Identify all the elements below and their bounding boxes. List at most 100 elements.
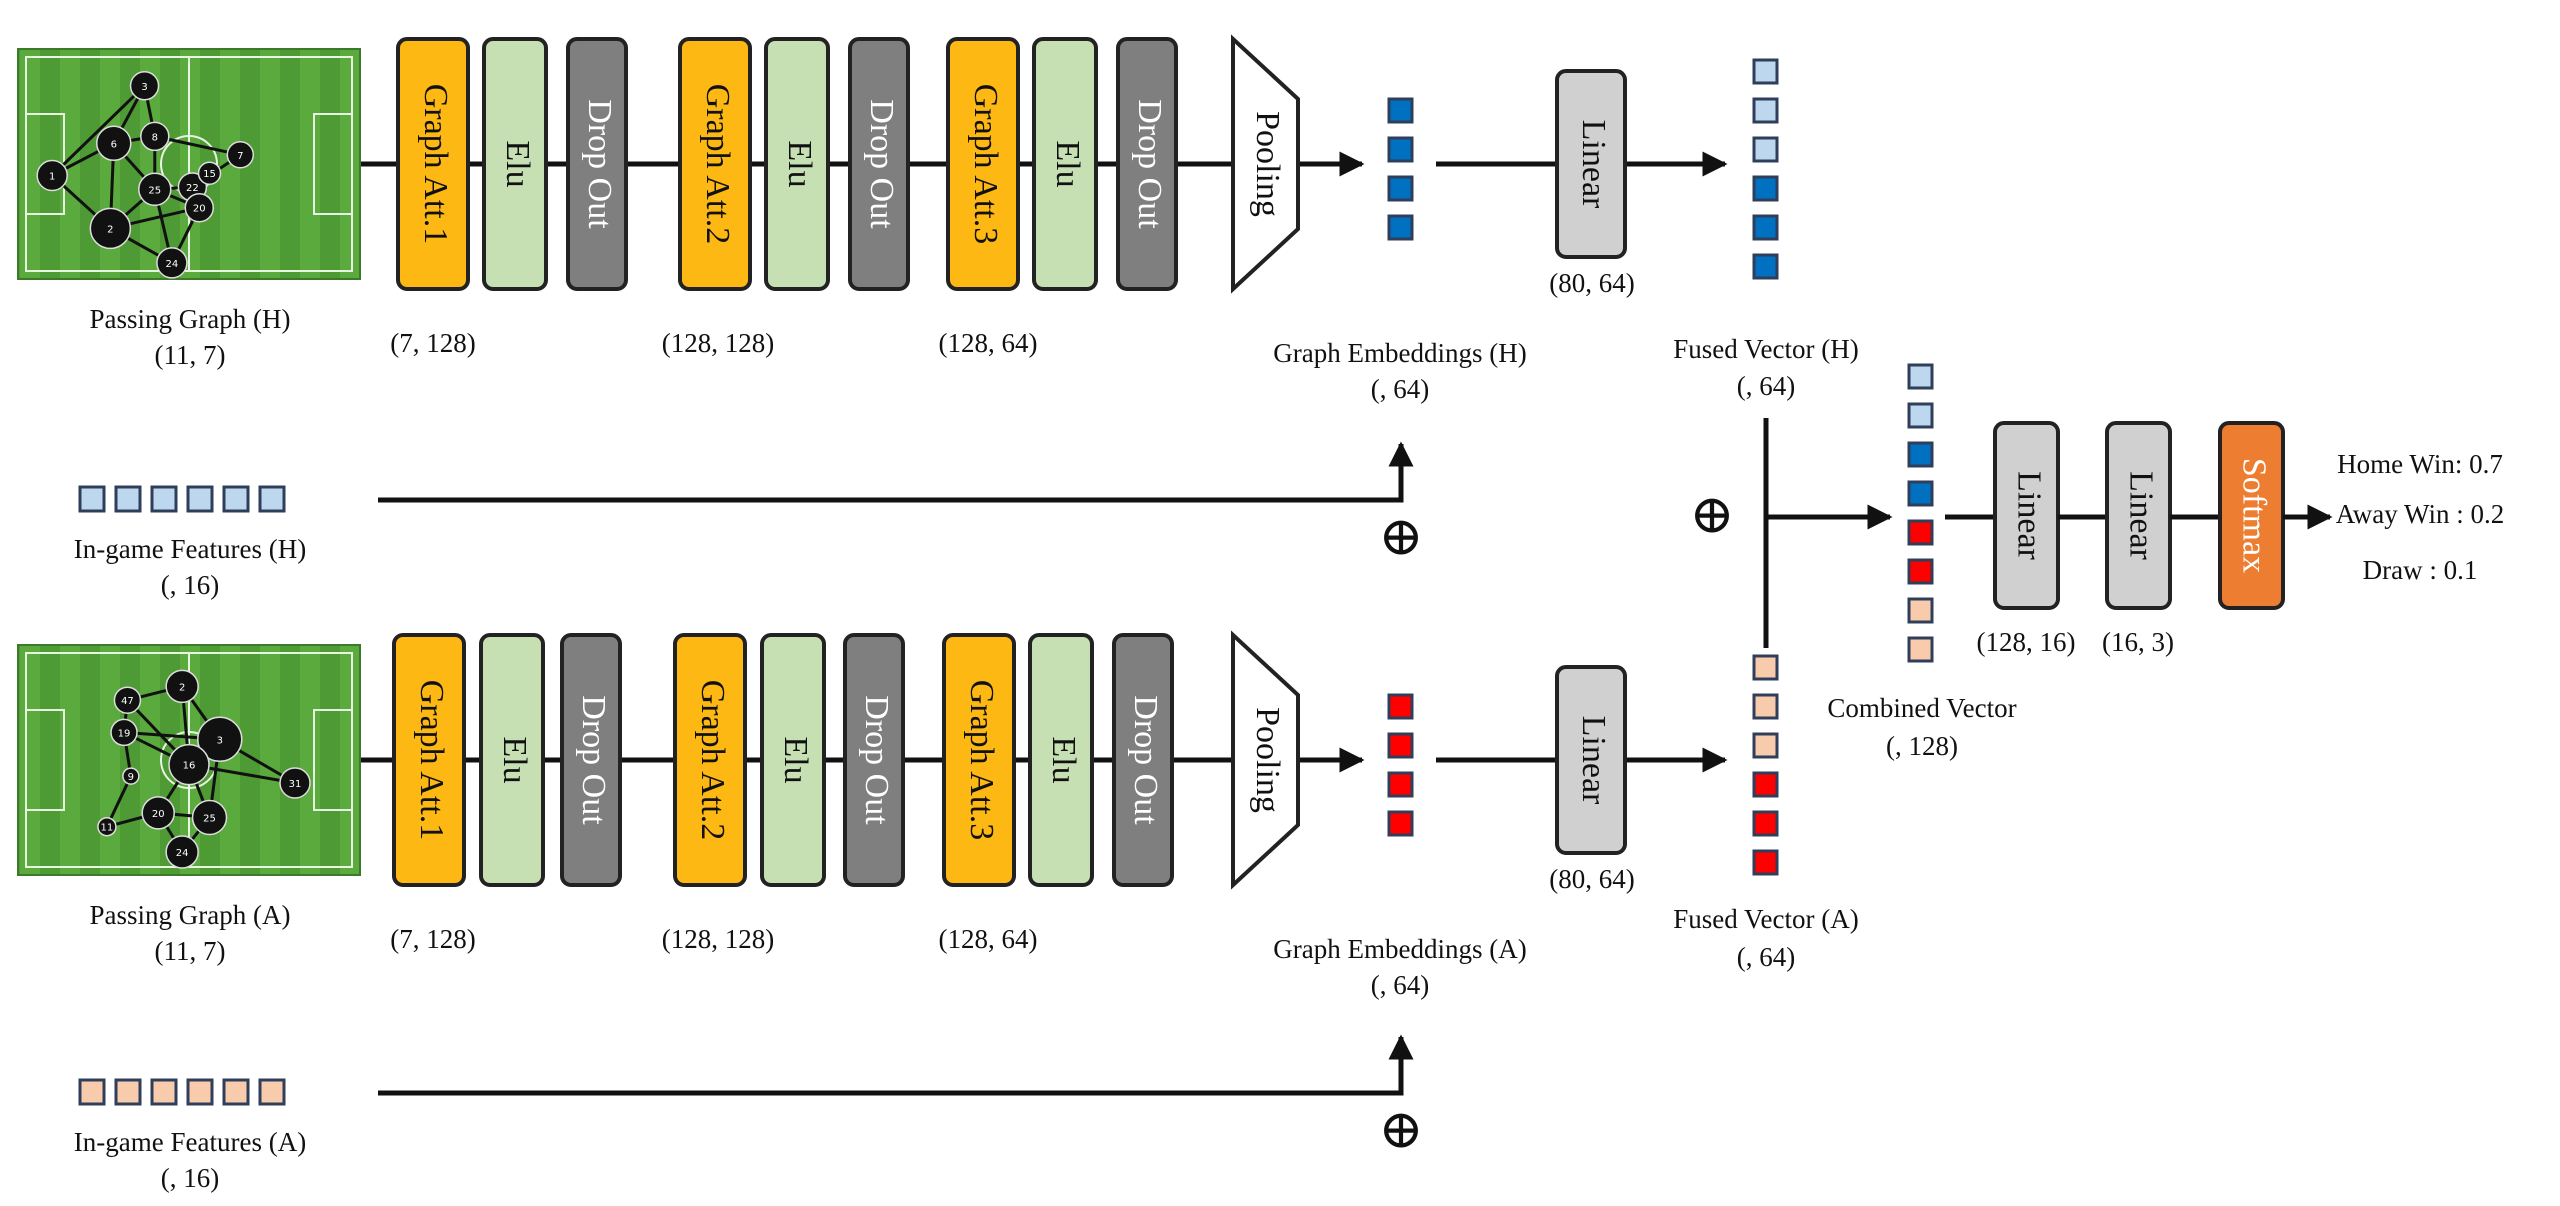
player-node (226, 141, 255, 169)
player-number: 31 (289, 779, 302, 790)
fused-vector-home-label: Fused Vector (H) (1673, 334, 1858, 364)
in-game-features-label: In-game Features (H) (74, 534, 306, 564)
player-node (165, 669, 199, 704)
pooling-label: Pooling (1249, 111, 1286, 217)
pooling-block: Pooling (1231, 34, 1300, 294)
dropout-block-1-box (560, 633, 622, 887)
pitch-right-box (313, 113, 353, 215)
graph-embedding-vector-cell (1387, 214, 1414, 241)
fused-vector-home-cell (1752, 97, 1779, 124)
graph-embedding-vector-cell (1387, 693, 1414, 720)
graph-attention-2-block-box (673, 633, 747, 887)
player-node (122, 767, 140, 785)
dropout-block-2-label: Drop Out (858, 695, 895, 825)
player-number: 20 (193, 204, 206, 215)
elu-block-3-label: Elu (1045, 736, 1082, 783)
graph-embedding-vector-cell (1387, 771, 1414, 798)
dropout-block-3-box (1116, 37, 1178, 291)
dropout-block-1-label: Drop Out (575, 695, 612, 825)
graph-embeddings-dims: (, 64) (1371, 970, 1429, 1000)
feature-cell (78, 485, 106, 513)
player-number: 25 (203, 814, 216, 825)
fused-vector-home-cell (1752, 214, 1779, 241)
player-node (184, 192, 215, 223)
feature-cell (114, 1078, 142, 1106)
graph-attention-3-block: Graph Att.3 (942, 633, 1016, 887)
player-node (113, 686, 142, 714)
fused-vector-away-cell (1752, 849, 1779, 876)
feature-cell (150, 485, 178, 513)
softmax-block-label: Softmax (2236, 458, 2273, 573)
fused-vector-away-cell (1752, 732, 1779, 759)
player-number: 3 (141, 82, 147, 93)
feature-cell (222, 1078, 250, 1106)
fused-vector-away-cell (1752, 693, 1779, 720)
elu-block-3-label: Elu (1049, 140, 1086, 187)
dropout-block-1-box (566, 37, 628, 291)
linear-2-dims: (16, 3) (2102, 627, 2174, 657)
att3-dims: (128, 64) (939, 328, 1038, 358)
fused-vector-away (1752, 654, 1779, 876)
player-node (165, 835, 199, 869)
fused-vector-away-dims: (, 64) (1737, 942, 1795, 972)
linear-1-dims: (128, 16) (1977, 627, 2076, 657)
linear-block-1-label: Linear (2011, 471, 2048, 560)
linear-block-1: Linear (1993, 421, 2060, 610)
combined-vector-cell (1907, 597, 1934, 624)
linear-fuse-block-box (1555, 69, 1627, 259)
graph-embeddings-dims: (, 64) (1371, 374, 1429, 404)
pass-edge (51, 84, 146, 177)
fused-vector-home (1752, 58, 1779, 280)
player-node (36, 159, 68, 192)
graph-embedding-vector-cell (1387, 97, 1414, 124)
dropout-block-3-label: Drop Out (1131, 99, 1168, 229)
elu-block-3: Elu (1032, 37, 1098, 291)
dropout-block-1: Drop Out (560, 633, 622, 887)
fusion-section: Fused Vector (H)(, 64)Fused Vector (A)(,… (1673, 58, 2504, 972)
elu-block-2-box (760, 633, 826, 887)
graph-attention-1-block-label: Graph Att.1 (413, 680, 450, 841)
combined-vector-cell (1907, 402, 1934, 429)
combined-vector-cell (1907, 519, 1934, 546)
graph-attention-2-block: Graph Att.2 (673, 633, 747, 887)
elu-block-1-label: Elu (496, 736, 533, 783)
softmax-block: Softmax (2218, 421, 2285, 610)
player-number: 15 (203, 169, 216, 180)
feature-cell (78, 1078, 106, 1106)
passing-graph-label: Passing Graph (H) (90, 304, 291, 334)
player-node (110, 718, 138, 747)
graph-embeddings-label: Graph Embeddings (H) (1273, 338, 1526, 368)
passing-graph-dims: (11, 7) (155, 936, 226, 966)
player-node (140, 121, 170, 152)
concat-plus-icon: ⊕ (1378, 506, 1423, 566)
graph-embedding-vector (1387, 693, 1414, 837)
elu-block-2-label: Elu (781, 140, 818, 187)
output-home-win: Home Win: 0.7 (2337, 449, 2503, 479)
feature-cell (114, 485, 142, 513)
graph-attention-1-block-box (392, 633, 466, 887)
elu-block-1-box (479, 633, 545, 887)
passing-graph-label: Passing Graph (A) (90, 900, 291, 930)
linear-fuse-dims: (80, 64) (1549, 268, 1634, 298)
graph-attention-2-block-box (678, 37, 752, 291)
in-game-features-vector (78, 1078, 286, 1106)
graph-attention-1-block: Graph Att.1 (392, 633, 466, 887)
fused-vector-away-cell (1752, 654, 1779, 681)
graph-attention-3-block: Graph Att.3 (946, 37, 1020, 291)
dropout-block-2: Drop Out (848, 37, 910, 291)
elu-block-3-box (1028, 633, 1094, 887)
graph-attention-2-block-label: Graph Att.2 (694, 680, 731, 841)
pooling-block: Pooling (1231, 630, 1300, 890)
fused-vector-away-label: Fused Vector (A) (1673, 904, 1858, 934)
linear-fuse-block-box (1555, 665, 1627, 855)
combined-vector-label: Combined Vector (1827, 693, 2016, 723)
att3-dims: (128, 64) (939, 924, 1038, 954)
elu-block-1-box (482, 37, 548, 291)
fusion-plus-icon: ⊕ (1689, 484, 1734, 544)
elu-block-1: Elu (479, 633, 545, 887)
player-number: 7 (237, 151, 243, 162)
elu-block-2: Elu (760, 633, 826, 887)
